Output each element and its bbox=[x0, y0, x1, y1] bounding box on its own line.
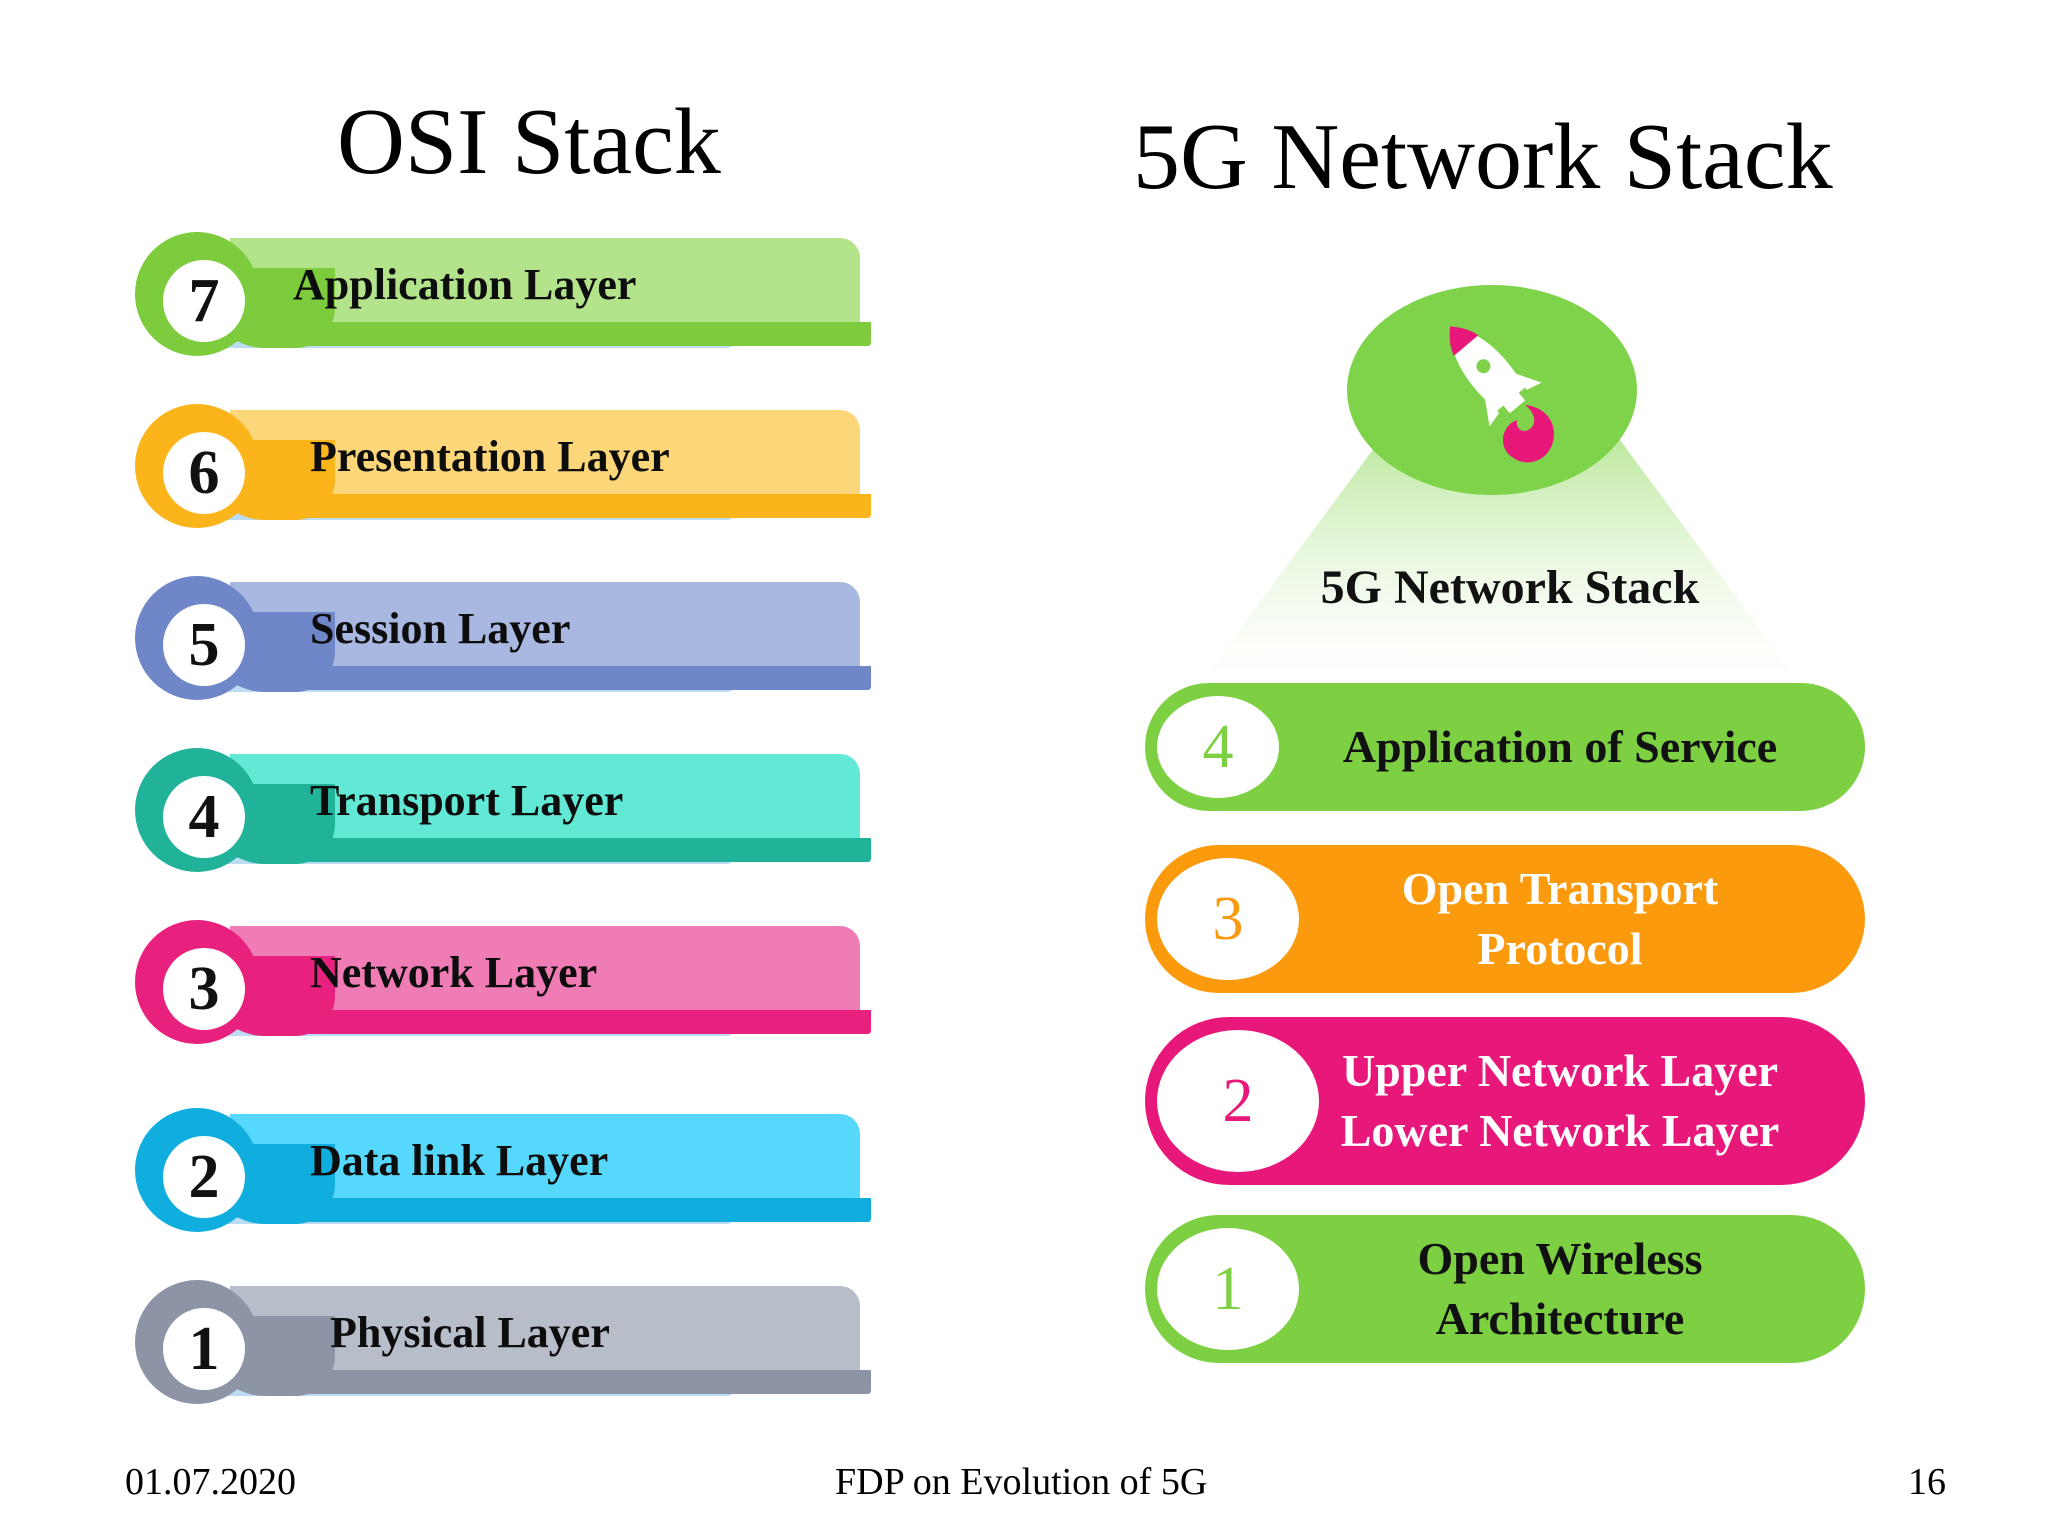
osi-layer-item: 4 Transport Layer bbox=[135, 744, 871, 874]
osi-layer-label: Network Layer bbox=[310, 947, 598, 997]
osi-layer-label: Presentation Layer bbox=[310, 431, 670, 481]
osi-layer-item: 5 Session Layer bbox=[135, 572, 871, 702]
fiveg-layer-number: 2 bbox=[1157, 1030, 1319, 1172]
osi-layer-band-edge bbox=[265, 1010, 871, 1034]
fiveg-layer-label-line: Lower Network Layer bbox=[1340, 1105, 1780, 1156]
osi-layer-band-edge bbox=[265, 494, 871, 518]
osi-layer-band bbox=[230, 1286, 860, 1374]
fiveg-layer-label-line: Open Wireless bbox=[1417, 1233, 1703, 1285]
osi-layer-band bbox=[230, 238, 860, 326]
osi-layer-band-edge bbox=[265, 1198, 871, 1222]
osi-layer-item: 1 Physical Layer bbox=[135, 1276, 871, 1406]
footer-date: 01.07.2020 bbox=[125, 1461, 296, 1503]
osi-layer-band bbox=[230, 410, 860, 498]
beam-gradient bbox=[1195, 440, 1805, 690]
osi-layer-label: Physical Layer bbox=[330, 1307, 610, 1357]
osi-layer-number: 1 bbox=[163, 1308, 245, 1390]
rocket-icon bbox=[1449, 326, 1554, 463]
fiveg-layer-item: 4 Application of Service bbox=[1145, 683, 1865, 811]
osi-layer-band bbox=[230, 754, 860, 842]
5g-stack-title: 5G Network Stack bbox=[1133, 105, 1833, 209]
footer-title: FDP on Evolution of 5G bbox=[835, 1461, 1208, 1503]
osi-layer-item: 3 Network Layer bbox=[135, 916, 871, 1046]
osi-layer-band bbox=[230, 926, 860, 1014]
page-number: 16 bbox=[1908, 1461, 1946, 1503]
osi-layer-band-edge bbox=[265, 838, 871, 862]
osi-layer-item: 2 Data link Layer bbox=[135, 1104, 871, 1234]
osi-layer-item: 7 Application Layer bbox=[135, 228, 871, 358]
fiveg-layer-label: Application of Service bbox=[1295, 683, 1825, 811]
fiveg-layer-number: 3 bbox=[1157, 858, 1299, 980]
osi-layer-item: 6 Presentation Layer bbox=[135, 400, 871, 530]
5g-stack-center-label: 5G Network Stack bbox=[1320, 561, 1700, 614]
fiveg-layer-label-line: Upper Network Layer bbox=[1341, 1045, 1779, 1097]
osi-layer-band-edge bbox=[265, 1370, 871, 1394]
fiveg-layer-label-line: Protocol bbox=[1477, 923, 1643, 974]
osi-layer-label: Session Layer bbox=[310, 603, 571, 653]
osi-layer-number: 6 bbox=[163, 432, 245, 514]
fiveg-layer-label-line: Open Transport bbox=[1401, 863, 1719, 915]
osi-layer-number: 5 bbox=[163, 604, 245, 686]
osi-layer-number: 4 bbox=[163, 776, 245, 858]
osi-layer-label: Application Layer bbox=[293, 259, 637, 309]
osi-layer-band-edge bbox=[265, 666, 871, 690]
osi-stack-title: OSI Stack bbox=[337, 90, 721, 194]
fiveg-layer-number: 1 bbox=[1157, 1228, 1299, 1350]
osi-layer-number: 3 bbox=[163, 948, 245, 1030]
fiveg-layer-label-line: Architecture bbox=[1435, 1293, 1685, 1344]
fiveg-layer-number: 4 bbox=[1157, 696, 1279, 798]
osi-layer-band bbox=[230, 1114, 860, 1202]
osi-layer-band-edge bbox=[265, 322, 871, 346]
rocket-badge bbox=[1347, 285, 1637, 495]
osi-layer-label: Data link Layer bbox=[310, 1135, 609, 1185]
osi-layer-number: 7 bbox=[163, 260, 245, 342]
osi-layer-band bbox=[230, 582, 860, 670]
fiveg-layer-label-line: Application of Service bbox=[1342, 721, 1778, 773]
osi-layer-label: Transport Layer bbox=[310, 775, 624, 825]
osi-layer-number: 2 bbox=[163, 1136, 245, 1218]
